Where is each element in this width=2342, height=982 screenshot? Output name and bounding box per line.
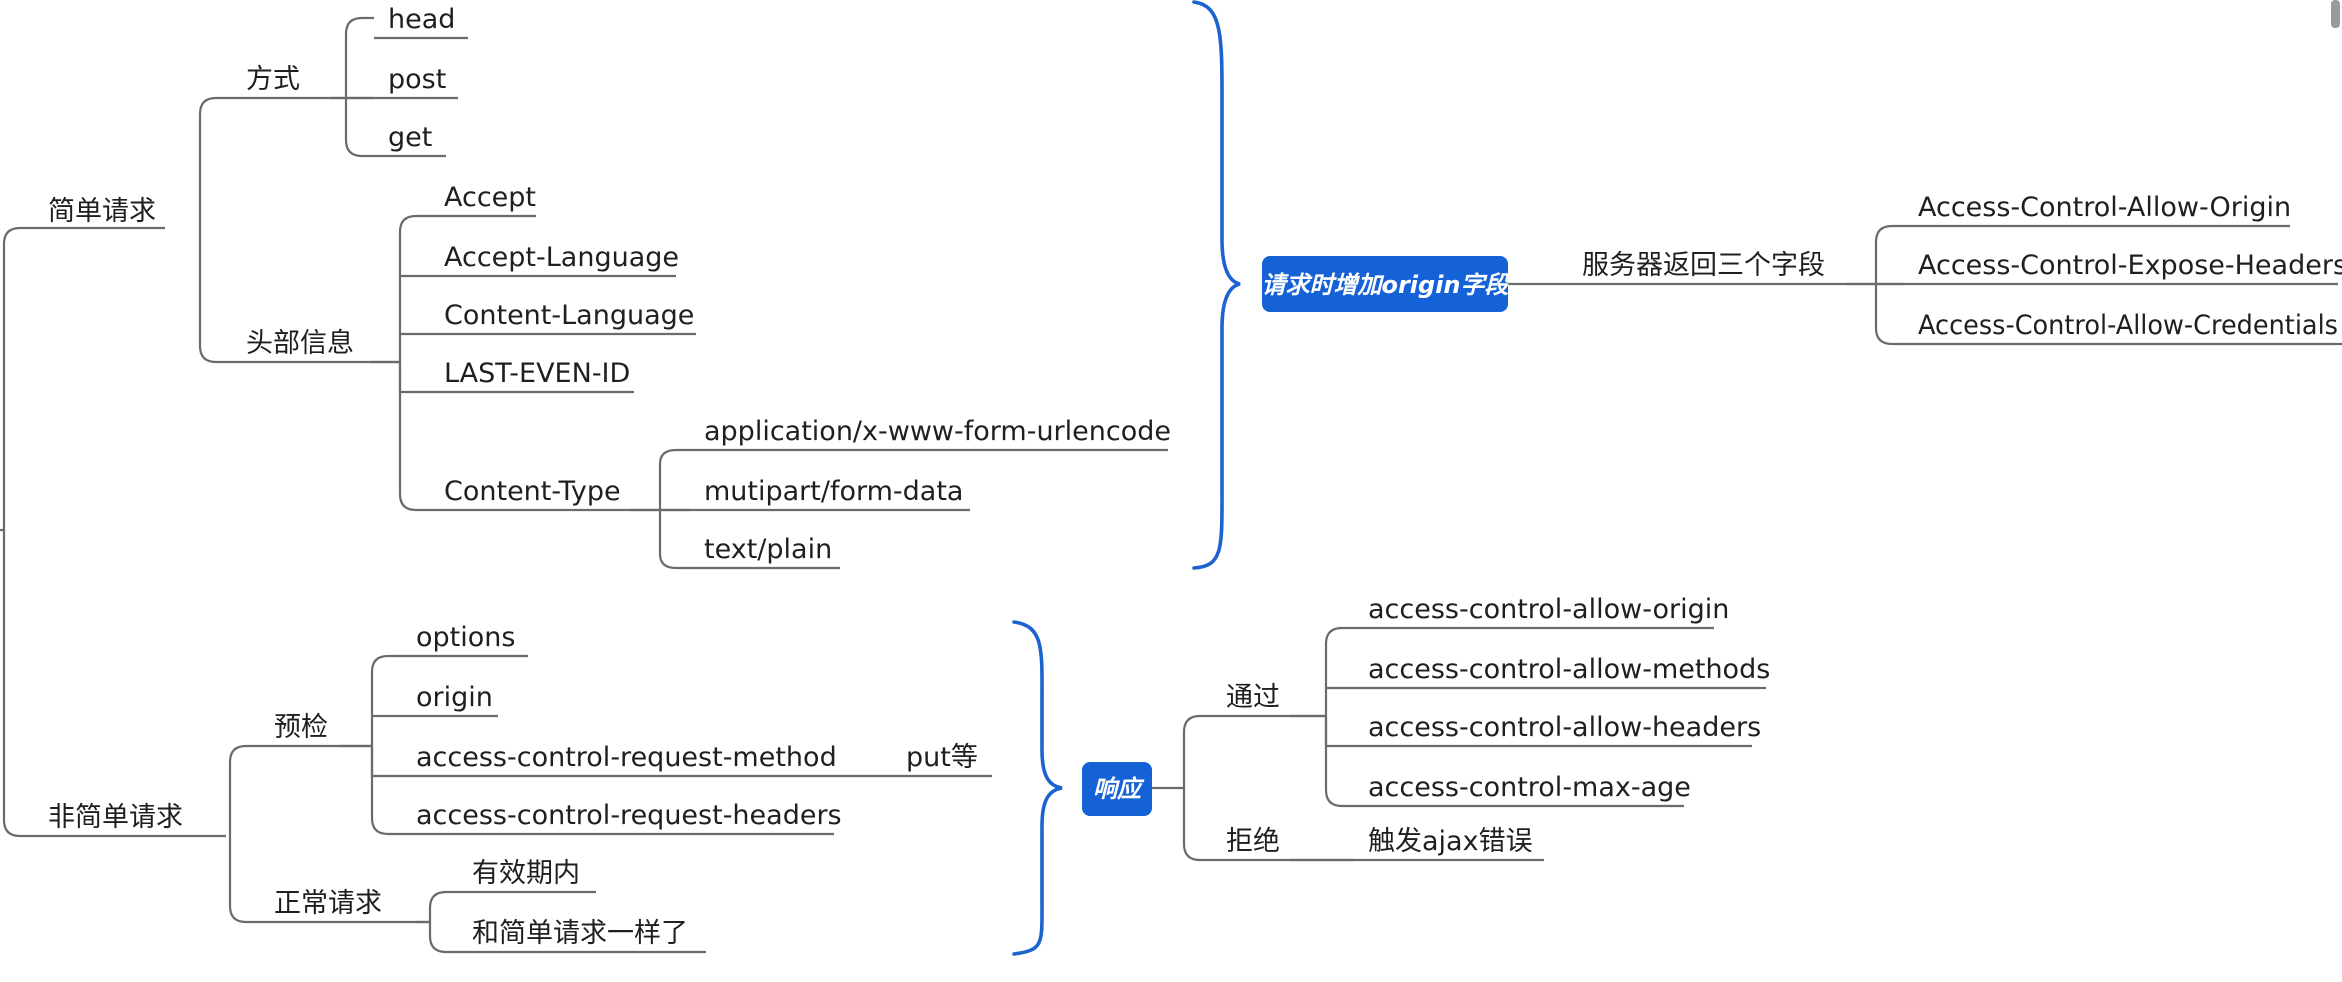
header-item-last-even-id[interactable]: LAST-EVEN-ID: [430, 358, 634, 394]
preflight-item-options[interactable]: options: [402, 622, 528, 658]
svg-text:有效期内: 有效期内: [472, 858, 580, 889]
pass-item-allow-methods[interactable]: access-control-allow-methods: [1354, 654, 1770, 690]
normal-request-node[interactable]: 正常请求: [260, 888, 430, 924]
svg-text:access-control-max-age: access-control-max-age: [1368, 772, 1691, 803]
non-simple-request-label: 非简单请求: [48, 802, 183, 833]
svg-text:access-control-allow-methods: access-control-allow-methods: [1368, 654, 1770, 685]
simple-request-node[interactable]: 简单请求: [48, 196, 156, 227]
svg-text:Access-Control-Allow-Credentia: Access-Control-Allow-Credentials: [1918, 310, 2338, 341]
svg-text:access-control-request-method: access-control-request-method: [416, 742, 837, 773]
svg-text:origin: origin: [416, 682, 493, 713]
method-node[interactable]: 方式: [232, 64, 346, 100]
pass-item-allow-origin[interactable]: access-control-allow-origin: [1354, 594, 1729, 630]
pass-item-allow-headers[interactable]: access-control-allow-headers: [1354, 712, 1761, 748]
method-item-post[interactable]: post: [346, 64, 458, 100]
method-label: 方式: [246, 64, 300, 95]
server-field-allow-credentials[interactable]: Access-Control-Allow-Credentials: [1904, 310, 2342, 346]
headers-label: 头部信息: [246, 328, 354, 359]
svg-text:Accept-Language: Accept-Language: [444, 242, 679, 273]
non-simple-request-node[interactable]: 非简单请求: [48, 802, 183, 833]
method-item-head[interactable]: head: [374, 4, 468, 40]
normal-request-label: 正常请求: [274, 888, 382, 919]
content-type-text-plain[interactable]: text/plain: [690, 534, 840, 570]
svg-text:Content-Language: Content-Language: [444, 300, 694, 331]
svg-text:post: post: [388, 64, 446, 95]
svg-text:head: head: [388, 4, 455, 35]
preflight-label: 预检: [274, 712, 328, 743]
lower-brace: [1012, 620, 1063, 956]
origin-summary-label: 请求时增加origin字段: [1261, 271, 1511, 299]
preflight-item-request-method[interactable]: access-control-request-method: [402, 742, 992, 778]
response-summary-node[interactable]: 响应: [1082, 762, 1152, 816]
svg-text:access-control-allow-origin: access-control-allow-origin: [1368, 594, 1729, 625]
header-item-content-language[interactable]: Content-Language: [430, 300, 696, 336]
svg-text:get: get: [388, 122, 432, 153]
svg-text:Accept: Accept: [444, 182, 536, 213]
content-type-form-data[interactable]: mutipart/form-data: [660, 476, 970, 512]
server-field-allow-origin[interactable]: Access-Control-Allow-Origin: [1904, 192, 2291, 228]
server-field-expose-headers[interactable]: Access-Control-Expose-Headers: [1876, 250, 2342, 286]
svg-text:服务器返回三个字段: 服务器返回三个字段: [1582, 250, 1825, 281]
response-summary-label: 响应: [1093, 775, 1145, 803]
method-item-get[interactable]: get: [374, 122, 446, 158]
svg-text:options: options: [416, 622, 515, 653]
header-item-accept[interactable]: Accept: [430, 182, 536, 218]
server-fields-node[interactable]: 服务器返回三个字段: [1582, 250, 1876, 286]
reject-label: 拒绝: [1226, 826, 1280, 857]
svg-text:Access-Control-Expose-Headers: Access-Control-Expose-Headers: [1918, 250, 2342, 281]
preflight-method-note[interactable]: put等: [906, 742, 978, 773]
svg-text:LAST-EVEN-ID: LAST-EVEN-ID: [444, 358, 630, 389]
svg-text:触发ajax错误: 触发ajax错误: [1368, 826, 1533, 857]
simple-request-label: 简单请求: [48, 196, 156, 227]
scrollbar-handle[interactable]: [2331, 0, 2340, 28]
pass-item-max-age[interactable]: access-control-max-age: [1354, 772, 1691, 808]
svg-text:mutipart/form-data: mutipart/form-data: [704, 476, 963, 507]
origin-summary-node[interactable]: 请求时增加origin字段: [1261, 256, 1512, 312]
svg-text:和简单请求一样了: 和简单请求一样了: [472, 918, 688, 949]
headers-node[interactable]: 头部信息: [232, 328, 400, 364]
svg-text:text/plain: text/plain: [704, 534, 832, 565]
normal-item-same-as-simple[interactable]: 和简单请求一样了: [460, 918, 706, 954]
reject-node[interactable]: 拒绝: [1226, 826, 1280, 857]
reject-item-ajax-error[interactable]: 触发ajax错误: [1214, 826, 1544, 862]
svg-text:Access-Control-Allow-Origin: Access-Control-Allow-Origin: [1918, 192, 2291, 223]
content-type-node[interactable]: Content-Type: [430, 476, 660, 512]
content-type-urlencode[interactable]: application/x-www-form-urlencode: [690, 416, 1171, 452]
svg-text:access-control-request-headers: access-control-request-headers: [416, 800, 842, 831]
preflight-item-origin[interactable]: origin: [402, 682, 498, 718]
normal-item-valid-period[interactable]: 有效期内: [460, 858, 596, 894]
preflight-node[interactable]: 预检: [260, 712, 372, 748]
pass-label: 通过: [1226, 682, 1280, 713]
header-item-accept-language[interactable]: Accept-Language: [430, 242, 679, 278]
svg-text:access-control-allow-headers: access-control-allow-headers: [1368, 712, 1761, 743]
pass-node[interactable]: 通过: [1214, 682, 1326, 718]
svg-text:Content-Type: Content-Type: [444, 476, 621, 507]
upper-brace: [1192, 0, 1241, 570]
svg-text:application/x-www-form-urlenco: application/x-www-form-urlencode: [704, 416, 1171, 447]
svg-text:put等: put等: [906, 742, 978, 773]
preflight-item-request-headers[interactable]: access-control-request-headers: [402, 800, 842, 836]
